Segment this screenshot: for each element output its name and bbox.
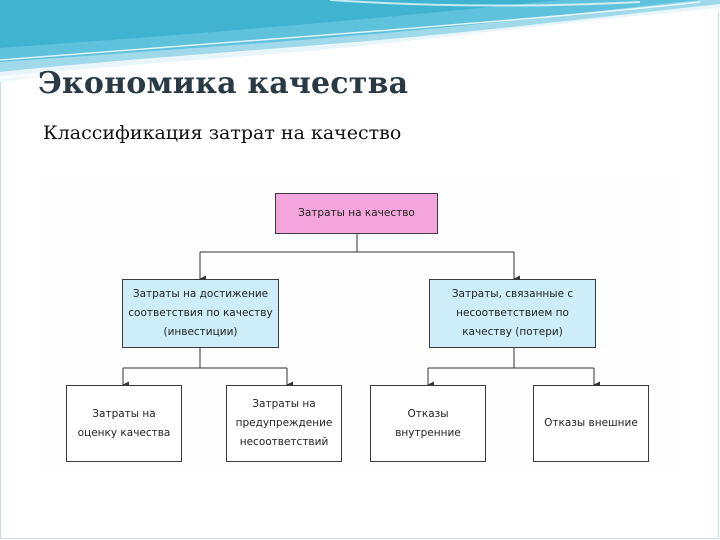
slide-title: Экономика качества [38,66,409,101]
node-internal-failures-label: Отказы внутренние [395,407,461,439]
node-internal-failures: Отказы внутренние [370,385,486,462]
node-root-label: Затраты на качество [298,207,415,219]
node-prevention-costs: Затраты на предупреждение несоответствий [226,385,342,462]
node-conformance-label: Затраты на достижение соответствия по ка… [128,288,273,338]
node-root-quality-costs: Затраты на качество [275,193,438,234]
node-appraisal-costs: Затраты на оценку качества [66,385,182,462]
header-wave-decoration [0,0,720,82]
node-nonconformance-label: Затраты, связанные с несоответствием по … [451,288,574,338]
node-appraisal-label: Затраты на оценку качества [77,407,171,439]
node-external-failures-label: Отказы внешние [544,417,638,429]
slide-subtitle: Классификация затрат на качество [43,122,402,144]
node-nonconformance-costs: Затраты, связанные с несоответствием по … [429,279,596,348]
node-prevention-label: Затраты на предупреждение несоответствий [235,398,333,448]
node-conformance-costs: Затраты на достижение соответствия по ка… [122,279,279,348]
node-external-failures: Отказы внешние [533,385,649,462]
